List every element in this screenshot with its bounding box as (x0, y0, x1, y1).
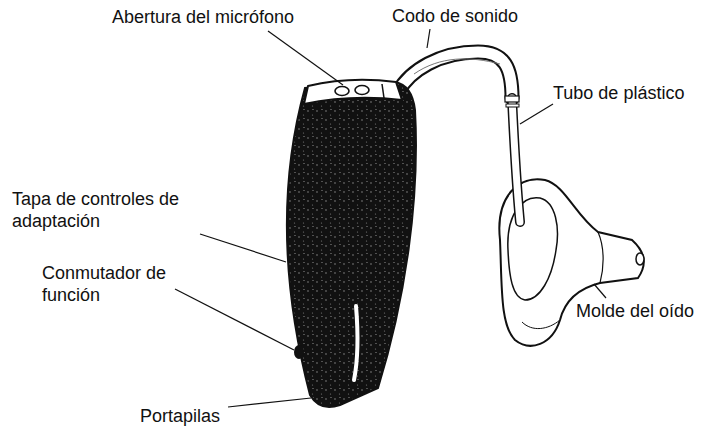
microphone-opening (335, 87, 349, 96)
part-label: Molde del oído (576, 300, 706, 322)
leader-line (594, 284, 606, 298)
leader-line (228, 398, 311, 407)
sound-elbow (398, 52, 512, 98)
part-label: Portapilas (140, 405, 280, 427)
part-label: Conmutador de función (42, 262, 192, 306)
sound-elbow-outline (398, 52, 512, 98)
microphone-opening (355, 86, 369, 95)
part-label: Tubo de plástico (553, 82, 705, 104)
tube-joint-ring (506, 104, 519, 107)
leader-line (268, 31, 343, 85)
ear-mold-canal-edge (598, 232, 603, 283)
sound-elbow-highlight (414, 59, 500, 74)
part-label: Abertura del micrófono (112, 6, 332, 28)
microphone-cap (304, 80, 402, 104)
tube-joint (505, 96, 519, 102)
plastic-tube (512, 98, 520, 222)
plastic-tube-outline (512, 98, 520, 222)
leader-line (427, 29, 430, 48)
function-switch (294, 345, 304, 359)
leader-line (520, 104, 553, 124)
leader-line (200, 234, 286, 262)
part-label: Codo de sonido (392, 5, 552, 27)
part-label: Tapa de controles de adaptación (12, 188, 262, 232)
microphone-cap-seam (382, 84, 384, 98)
leader-line (175, 289, 294, 350)
battery-door-slot (354, 306, 357, 380)
ear-mold-fold (522, 320, 560, 329)
ear-mold-canal-tip (636, 253, 644, 265)
hearing-aid-body (287, 82, 416, 407)
